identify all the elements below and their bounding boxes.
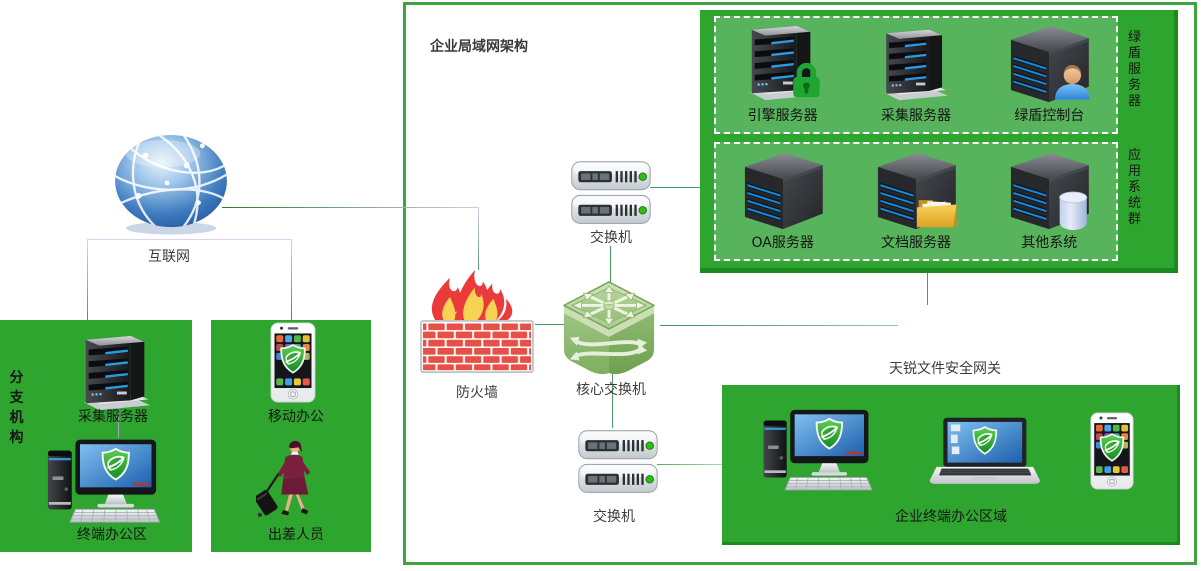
core-switch-label: 核心交换机 xyxy=(576,382,646,398)
branch-terminal-desktop-icon xyxy=(44,436,160,524)
terminal-laptop-icon xyxy=(928,416,1040,494)
traveler-label: 出差人员 xyxy=(268,527,324,543)
other-systems-icon xyxy=(1004,146,1094,231)
connector-branch-h xyxy=(87,239,292,240)
branch-collection-server-icon xyxy=(72,330,162,414)
firewall-icon xyxy=(419,266,535,374)
connector-bottomswitch-terminal xyxy=(657,464,722,465)
greenshield-group-side-label: 绿盾服务器 xyxy=(1127,30,1141,109)
server-label: 采集服务器 xyxy=(880,108,951,124)
internet-label: 互联网 xyxy=(148,249,190,265)
greenshield-server-group: 引擎服务器 采集服务器 绿盾控制台 xyxy=(714,16,1118,134)
connector-topswitch-servers xyxy=(650,187,700,188)
collection-server-icon xyxy=(873,24,959,104)
server-item: 文档服务器 xyxy=(849,144,982,259)
application-group-side-label: 应用系统群 xyxy=(1127,148,1141,227)
connector-core-topswitch xyxy=(610,246,611,283)
connector-core-bottomswitch xyxy=(612,374,613,428)
server-label: OA服务器 xyxy=(751,235,814,251)
mobile-phone-icon xyxy=(270,322,316,403)
server-label: 绿盾控制台 xyxy=(1014,108,1085,124)
gateway-title: 天锐文件安全网关 xyxy=(889,361,1001,377)
server-label: 其他系统 xyxy=(1021,235,1078,251)
terminal-zone-label: 企业终端办公区域 xyxy=(895,509,1007,525)
application-server-group: OA服务器 文档服务器 其他系统 xyxy=(714,142,1118,261)
server-item: 绿盾控制台 xyxy=(983,18,1116,132)
connector-internet-firewall-h xyxy=(222,207,479,208)
server-item: 采集服务器 xyxy=(849,18,982,132)
lan-boundary-box xyxy=(403,2,1197,565)
lan-title: 企业局域网架构 xyxy=(430,39,528,55)
business-traveler-icon xyxy=(256,438,322,518)
server-item: 其他系统 xyxy=(983,144,1116,259)
server-item: OA服务器 xyxy=(716,144,849,259)
server-label: 引擎服务器 xyxy=(747,108,818,124)
top-switch-label: 交换机 xyxy=(590,230,632,246)
connector-server-terminal-v xyxy=(118,402,119,438)
server-label: 文档服务器 xyxy=(880,235,951,251)
core-switch-icon xyxy=(557,278,661,376)
firewall-label: 防火墙 xyxy=(456,385,498,401)
connector-core-right-h xyxy=(660,325,898,326)
internet-globe-icon xyxy=(112,134,230,236)
terminal-phone-icon xyxy=(1090,412,1134,490)
document-server-icon xyxy=(871,146,961,231)
top-switch-icon xyxy=(569,158,653,229)
engine-server-icon xyxy=(738,20,828,104)
branch-terminal-label: 终端办公区 xyxy=(77,527,147,543)
bottom-switch-label: 交换机 xyxy=(593,509,635,525)
mobile-office-label: 移动办公 xyxy=(268,409,324,425)
server-item: 引擎服务器 xyxy=(716,18,849,132)
oa-server-icon xyxy=(738,146,828,231)
bottom-switch-icon xyxy=(576,427,660,498)
connector-branch-left-v xyxy=(87,240,88,320)
connector-branch-right-v xyxy=(291,240,292,320)
connector-firewall-core xyxy=(535,324,570,325)
connector-servers-down-v xyxy=(927,273,928,305)
greenshield-console-icon xyxy=(1004,19,1094,104)
branch-server-label: 采集服务器 xyxy=(78,409,148,425)
branch-office-side-label: 分支机构 xyxy=(9,370,24,446)
terminal-desktop-icon xyxy=(760,406,872,492)
connector-internet-firewall-v xyxy=(478,208,479,270)
server-area-zone: 引擎服务器 采集服务器 绿盾控制台 OA服务器 文档服务器 其他系统 xyxy=(700,10,1178,273)
